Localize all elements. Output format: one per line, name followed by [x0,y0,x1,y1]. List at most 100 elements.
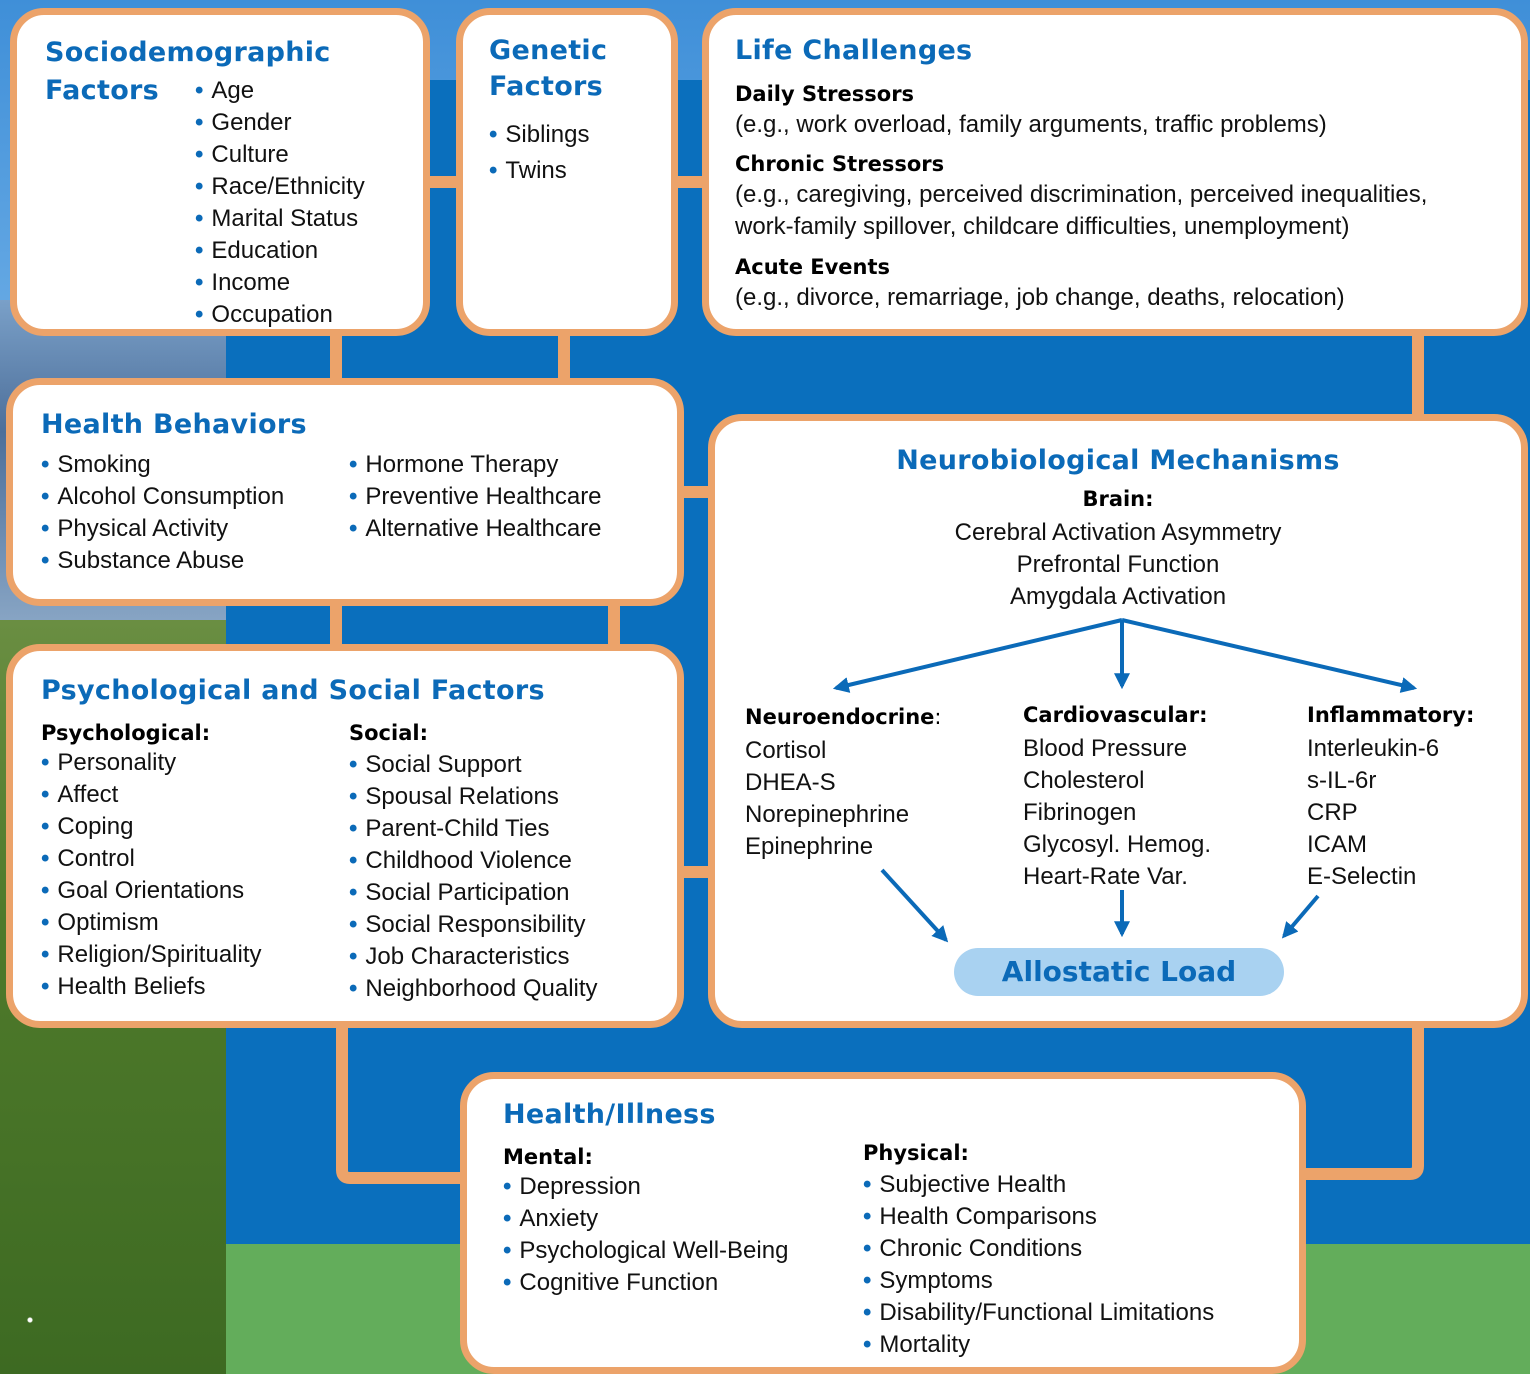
health-illness-box: Health/Illness Mental: •Depression•Anxie… [460,1072,1306,1374]
psychological-item-text: Coping [57,813,134,840]
physical-list: •Subjective Health•Health Comparisons•Ch… [863,1169,1214,1361]
mental-item-text: Depression [519,1173,641,1200]
neuroendocrine-label-text: Neuroendocrine [745,705,935,729]
chronic-stressors-text-line1: (e.g., caregiving, perceived discriminat… [735,181,1428,208]
arrow-brain-to-inflammatory [1121,618,1418,693]
psychological-item: •Religion/Spirituality [41,939,262,971]
bullet-icon: • [489,157,498,184]
chronic-stressors-text-line2: work-family spillover, childcare difficu… [735,213,1350,240]
social-item: •Spousal Relations [349,781,598,813]
neuroendocrine-label: Neuroendocrine: [745,705,941,729]
bullet-icon: • [195,269,204,296]
bullet-icon: • [863,1299,872,1326]
bullet-icon: • [41,547,50,574]
sociodemographic-item: •Race/Ethnicity [195,171,365,203]
inflammatory-label: Inflammatory: [1307,703,1475,727]
inflammatory-item: Interleukin-6 [1307,735,1440,762]
mental-item-text: Psychological Well-Being [519,1237,789,1264]
social-label: Social: [349,721,428,745]
health-behavior-item-text: Alcohol Consumption [57,483,285,510]
bullet-icon: • [195,109,204,136]
health-behavior-item: • Substance Abuse [41,545,284,577]
arrow-brain-to-neuroendocrine [832,618,1123,693]
genetic-box: Genetic Factors •Siblings•Twins [456,8,678,336]
mental-list: •Depression•Anxiety•Psychological Well-B… [503,1171,788,1299]
cardiovascular-item: Cholesterol [1023,767,1145,794]
health-behavior-item-text: Physical Activity [57,515,229,542]
physical-item: •Chronic Conditions [863,1233,1214,1265]
physical-item-text: Chronic Conditions [879,1235,1083,1262]
bullet-icon: • [349,751,358,778]
neurobiological-box: Neurobiological Mechanisms Brain: Cerebr… [708,414,1528,1028]
genetic-title-line1: Genetic [489,35,608,66]
bullet-icon: • [863,1267,872,1294]
mental-item: •Anxiety [503,1203,788,1235]
physical-item-text: Health Comparisons [879,1203,1097,1230]
psychological-item: • Personality [41,747,262,779]
bullet-icon: • [863,1171,872,1198]
psych-social-box: Psychological and Social Factors Psychol… [6,644,684,1028]
cardiovascular-item: Heart-Rate Var. [1023,863,1188,890]
social-item: •Social Support [349,749,598,781]
inflammatory-item: ICAM [1307,831,1367,858]
cardiovascular-item: Fibrinogen [1023,799,1137,826]
health-behaviors-list-right: •Hormone Therapy•Preventive Healthcare•A… [349,449,602,545]
genetic-list: •Siblings•Twins [489,117,589,189]
bullet-icon: • [41,909,50,936]
neuroendocrine-item: Norepinephrine [745,801,910,828]
bullet-icon: • [41,973,50,1000]
sociodemographic-item: • Income [195,267,365,299]
psychological-item-text: Religion/Spirituality [57,941,262,968]
health-behavior-item-text: Preventive Healthcare [365,483,602,510]
daily-stressors-label: Daily Stressors [735,82,915,106]
social-item-text: Spousal Relations [365,783,559,810]
physical-item-text: Symptoms [879,1267,993,1294]
sociodemographic-item-text: Age [211,77,255,104]
cardiovascular-label: Cardiovascular: [1023,703,1208,727]
social-item-text: Neighborhood Quality [365,975,598,1002]
bullet-icon: • [195,301,204,328]
bullet-icon: • [349,975,358,1002]
psychological-item-text: Health Beliefs [57,973,206,1000]
physical-label: Physical: [863,1141,969,1165]
mental-item: •Cognitive Function [503,1267,788,1299]
chronic-stressors-label: Chronic Stressors [735,152,945,176]
bullet-icon: • [41,515,50,542]
social-item-text: Job Characteristics [365,943,570,970]
genetic-title-line2: Factors [489,71,604,102]
bullet-icon: • [195,141,204,168]
mental-item: •Depression [503,1171,788,1203]
health-behavior-item-text: Substance Abuse [57,547,245,574]
psych-social-title: Psychological and Social Factors [41,675,545,706]
social-item: •Parent-Child Ties [349,813,598,845]
bullet-icon: • [349,911,358,938]
psychological-item: •Coping [41,811,262,843]
bullet-icon: • [503,1205,512,1232]
sociodemographic-item-text: Occupation [211,301,333,328]
bullet-icon: • [41,483,50,510]
social-item-text: Childhood Violence [365,847,572,874]
sociodemographic-item-text: Income [211,269,291,296]
bullet-icon: • [349,451,358,478]
social-item: •Social Responsibility [349,909,598,941]
brain-item: Prefrontal Function [1016,551,1220,578]
bullet-icon: • [503,1269,512,1296]
sociodemographic-list: •Age•Gender•Culture•Race/Ethnicity•Marit… [195,75,365,331]
bullet-icon: • [863,1203,872,1230]
sociodemographic-title-line2: Factors [45,75,160,106]
physical-item-text: Disability/Functional Limitations [879,1299,1215,1326]
bullet-icon: • [195,77,204,104]
bullet-icon: • [349,943,358,970]
sociodemographic-box: Sociodemographic Factors •Age•Gender•Cul… [10,8,430,336]
physical-item: • Health Comparisons [863,1201,1214,1233]
bullet-icon: • [41,749,50,776]
health-behaviors-list-left: •Smoking•Alcohol Consumption•Physical Ac… [41,449,284,577]
health-behavior-item: • Alcohol Consumption [41,481,284,513]
psychological-item-text: Personality [57,749,177,776]
neuroendocrine-item: Cortisol [745,737,827,764]
psychological-list: •Personality•Affect•Coping•Control•Goal … [41,747,262,1003]
inflammatory-item: s-IL-6r [1307,767,1377,794]
brain-item: Amygdala Activation [1009,583,1227,610]
